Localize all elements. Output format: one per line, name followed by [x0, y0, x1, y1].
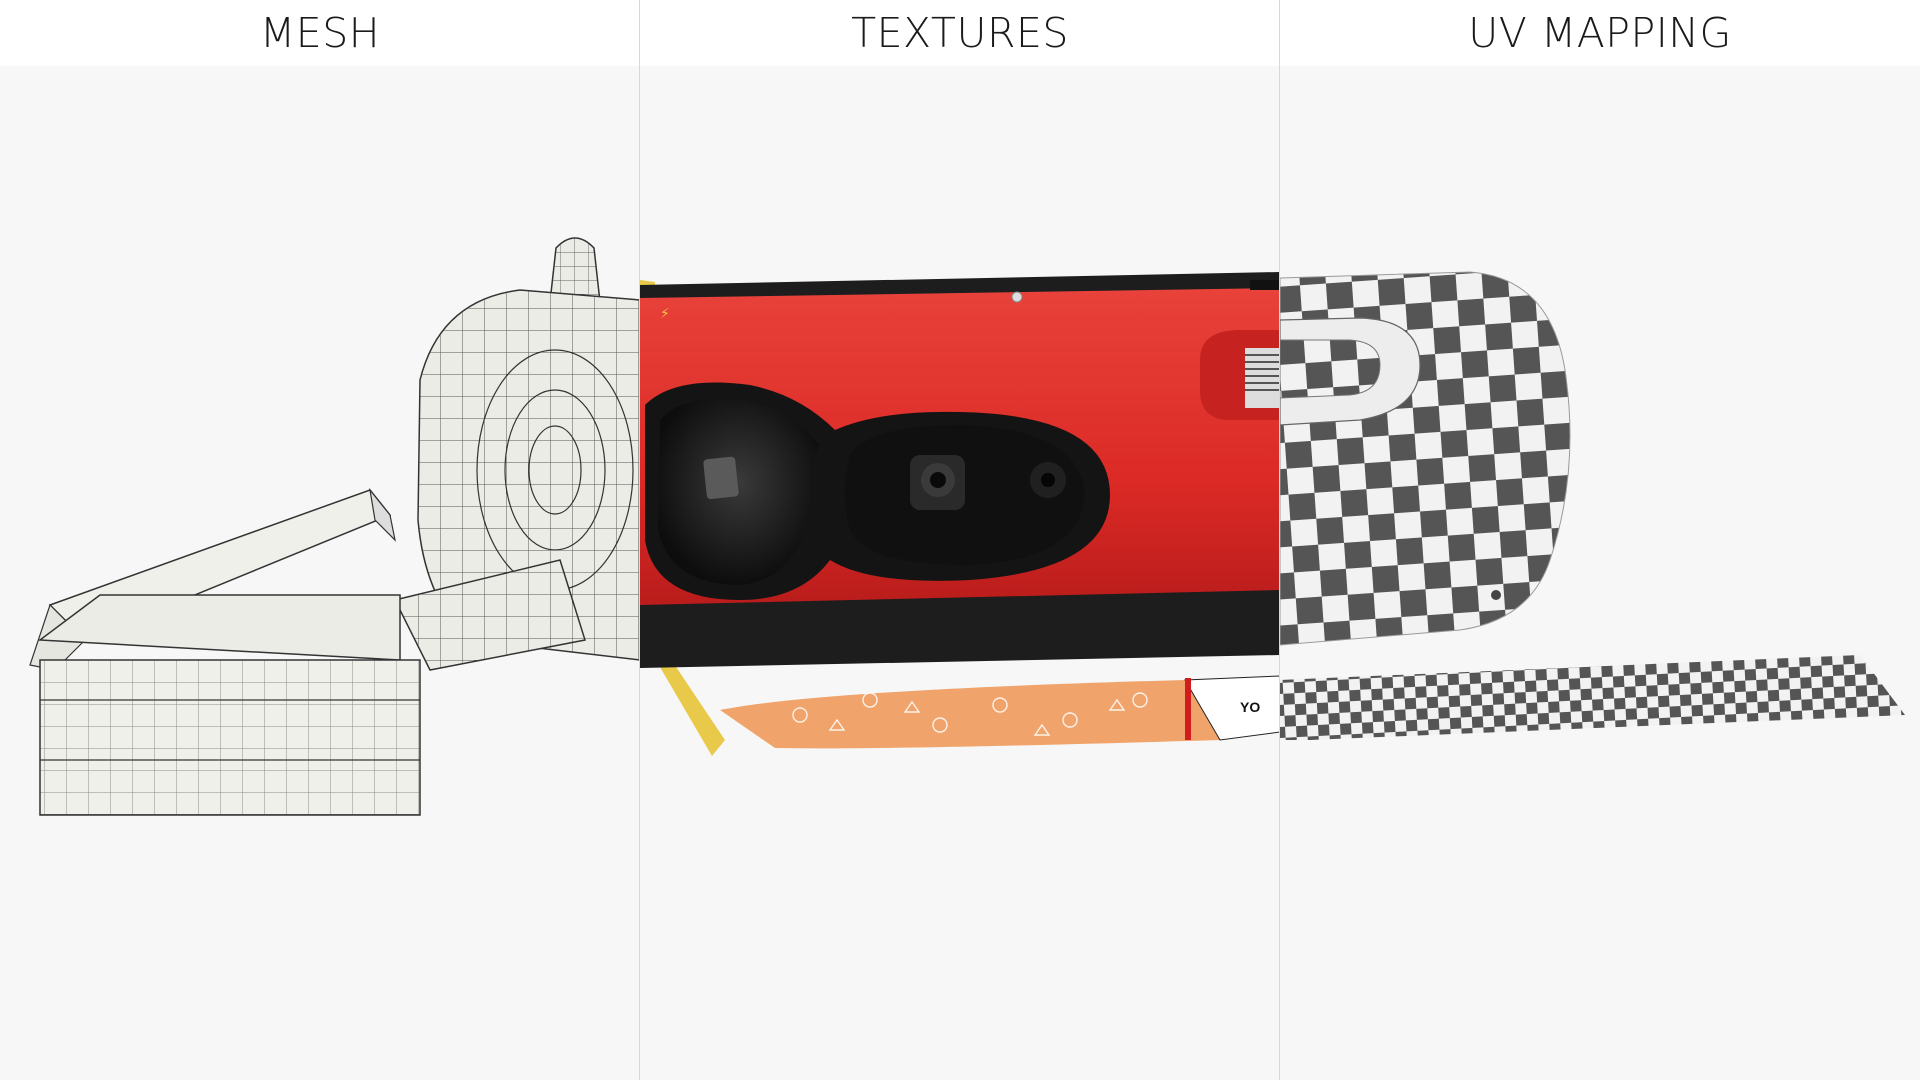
textures-panel: ⚡: [640, 0, 1280, 1080]
mesh-panel: MESH: [0, 0, 640, 1080]
textures-render: ⚡: [640, 272, 1280, 756]
flash-sensor: [1030, 462, 1066, 498]
uv-body: [1280, 271, 1571, 646]
yellow-strap: [650, 640, 725, 756]
mesh-box: [37, 594, 421, 816]
uv-header: UV MAPPING: [1280, 0, 1920, 66]
uv-panel: UV MAPPING: [1280, 0, 1920, 1080]
divider-left: [639, 0, 640, 1080]
film-label: YO: [1240, 699, 1260, 715]
viewfinder-window: [645, 382, 1110, 600]
divider-right: [1279, 0, 1280, 1080]
mesh-render: [29, 237, 640, 816]
mesh-body: [417, 289, 640, 661]
screw-icon: [1011, 291, 1023, 303]
mesh-lever: [393, 559, 586, 671]
uv-film-strip: [1280, 655, 1905, 740]
mesh-header: MESH: [0, 0, 640, 66]
film-strip: YO: [720, 675, 1280, 749]
svg-text:⚡: ⚡: [660, 306, 670, 322]
rear-viewfinder: [1200, 280, 1280, 420]
uv-render: [1280, 271, 1905, 740]
camera-lens: [910, 455, 965, 510]
textures-header: TEXTURES: [640, 0, 1280, 66]
camera-base: [640, 590, 1280, 668]
